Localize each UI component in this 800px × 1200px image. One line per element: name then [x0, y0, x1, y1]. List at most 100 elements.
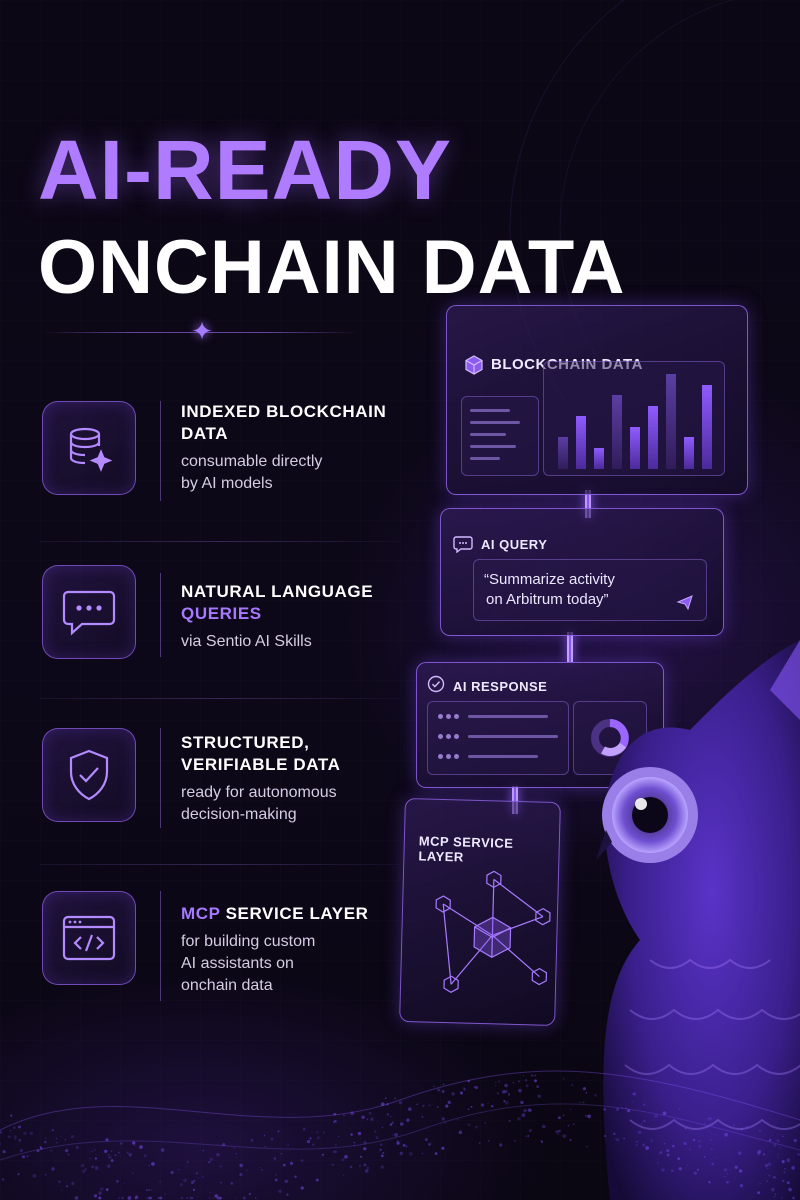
particle-dot	[366, 1166, 370, 1170]
particle-dot	[81, 1164, 85, 1168]
particle-dot	[714, 1156, 717, 1159]
particle-dot	[242, 1196, 246, 1200]
particle-dot	[562, 1114, 565, 1117]
feature-desc-line: for building custom	[181, 933, 316, 950]
particle-dot	[613, 1132, 616, 1136]
particle-dot	[341, 1158, 345, 1162]
particle-dot	[349, 1165, 353, 1169]
particle-dot	[444, 1121, 446, 1123]
particle-dot	[186, 1160, 189, 1163]
particle-dot	[679, 1107, 681, 1110]
particle-dot	[382, 1151, 385, 1154]
particle-dot	[389, 1123, 393, 1126]
particle-dot	[698, 1145, 701, 1148]
particle-dot	[309, 1137, 312, 1140]
particle-dot	[363, 1163, 367, 1167]
particle-dot	[264, 1145, 267, 1148]
particle-dot	[235, 1153, 238, 1155]
particle-dot	[487, 1102, 489, 1104]
particle-dot	[739, 1184, 744, 1188]
list-dot	[446, 734, 451, 739]
feature-title-line: NATURAL LANGUAGE	[181, 582, 374, 601]
particle-dot	[380, 1102, 385, 1106]
particle-dot	[146, 1197, 148, 1199]
particle-dot	[64, 1138, 67, 1141]
particle-dot	[396, 1140, 399, 1143]
particle-dot	[192, 1179, 196, 1183]
particle-dot	[508, 1120, 511, 1122]
particle-dot	[441, 1090, 445, 1093]
particle-dot	[479, 1142, 481, 1144]
particle-dot	[758, 1129, 762, 1132]
particle-dot	[773, 1195, 776, 1198]
particle-dot	[504, 1089, 508, 1094]
particle-dot	[433, 1085, 435, 1088]
particle-dot	[60, 1189, 63, 1192]
particle-dot	[18, 1139, 22, 1142]
particle-dot	[284, 1179, 288, 1184]
particle-dot	[177, 1168, 180, 1171]
particle-dot	[399, 1151, 404, 1156]
code-window-icon	[42, 891, 136, 985]
particle-dot	[363, 1140, 367, 1145]
particle-dot	[726, 1180, 729, 1184]
feature-title-line: SERVICE LAYER	[220, 904, 369, 923]
panel-title: AI RESPONSE	[453, 679, 548, 694]
particle-dot	[259, 1166, 261, 1169]
particle-dot	[491, 1105, 494, 1108]
feature-natural-language: NATURAL LANGUAGE QUERIES via Sentio AI S…	[40, 565, 410, 665]
particle-dot	[534, 1074, 537, 1077]
particle-dot	[368, 1111, 372, 1115]
particle-dot	[120, 1142, 123, 1145]
particle-dot	[641, 1123, 643, 1125]
particle-dot	[220, 1181, 222, 1184]
particle-dot	[734, 1165, 738, 1169]
particle-dot	[202, 1149, 204, 1152]
chart-bar	[594, 448, 604, 469]
particle-dot	[710, 1148, 713, 1151]
particle-dot	[408, 1107, 412, 1111]
particle-dot	[280, 1153, 283, 1155]
particle-dot	[135, 1195, 139, 1199]
particle-dot	[105, 1138, 109, 1142]
particle-dot	[514, 1140, 516, 1142]
particle-dot	[148, 1164, 150, 1167]
list-dot	[446, 714, 451, 719]
particle-dot	[614, 1137, 617, 1140]
particle-dot	[51, 1167, 55, 1171]
particle-dot	[684, 1127, 687, 1130]
particle-dot	[361, 1115, 365, 1119]
particle-dot	[746, 1126, 749, 1129]
particle-dot	[562, 1078, 565, 1080]
chat-bubble-icon	[453, 536, 473, 553]
particle-dot	[627, 1109, 631, 1113]
particle-dot	[357, 1131, 362, 1136]
particle-dot	[585, 1091, 588, 1094]
particle-wave-decoration	[0, 1070, 800, 1200]
query-input-box: “Summarize activity on Arbitrum today”	[473, 559, 707, 621]
particle-dot	[773, 1176, 776, 1179]
particle-dot	[148, 1196, 151, 1200]
particle-dot	[527, 1108, 532, 1112]
particle-dot	[504, 1083, 508, 1088]
particle-dot	[159, 1196, 163, 1200]
particle-dot	[437, 1088, 441, 1092]
particle-dot	[192, 1188, 195, 1191]
particle-dot	[498, 1080, 501, 1083]
feature-desc-line: by AI models	[181, 475, 273, 492]
particle-dot	[65, 1185, 69, 1188]
particle-dot	[186, 1166, 188, 1168]
particle-dot	[0, 1142, 2, 1146]
particle-dot	[496, 1092, 500, 1095]
particle-dot	[196, 1196, 199, 1198]
particle-dot	[84, 1168, 87, 1171]
feature-title: STRUCTURED, VERIFIABLE DATA	[181, 732, 421, 776]
particle-dot	[518, 1080, 521, 1083]
particle-dot	[792, 1196, 795, 1200]
particle-dot	[116, 1180, 119, 1183]
particle-dot	[10, 1129, 12, 1132]
particle-dot	[571, 1084, 574, 1086]
particle-dot	[333, 1150, 337, 1154]
particle-dot	[527, 1135, 530, 1137]
particle-dot	[278, 1189, 282, 1193]
